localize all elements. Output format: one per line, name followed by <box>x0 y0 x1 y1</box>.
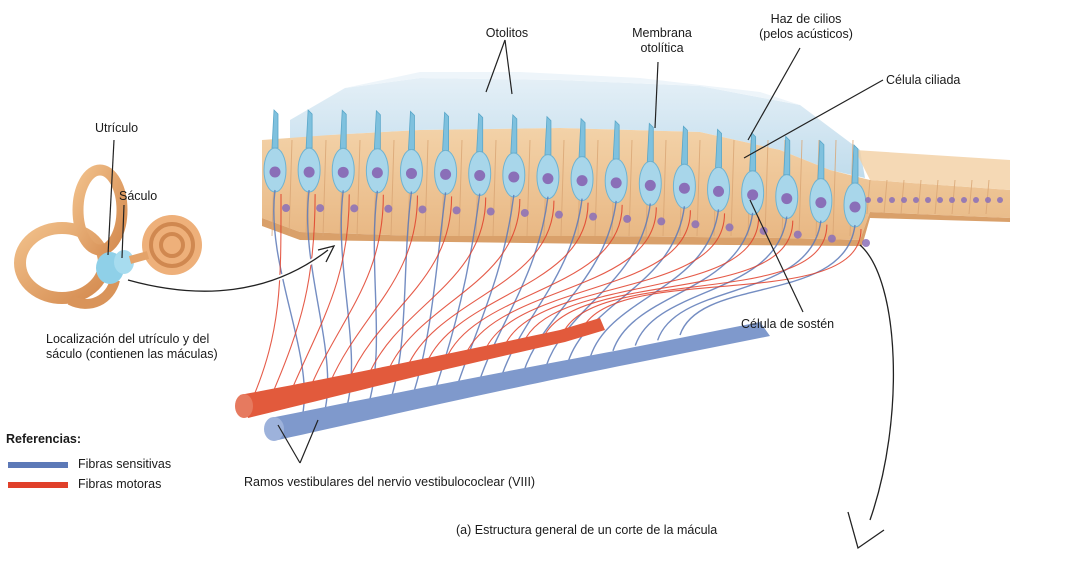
motor-fiber <box>484 210 691 351</box>
support-nucleus <box>997 197 1003 203</box>
hair-cell <box>434 111 461 215</box>
legend-swatch-sensory <box>8 462 68 468</box>
hair-cell <box>843 144 870 247</box>
hair-cell <box>638 122 666 226</box>
sensory-fiber <box>500 198 583 378</box>
support-nucleus <box>949 197 955 203</box>
support-nucleus <box>877 197 883 203</box>
label-saculo: Sáculo <box>119 189 158 203</box>
label-localizacion: Localización del utrículo y del sáculo (… <box>46 332 218 361</box>
hair-cell <box>399 110 427 214</box>
location-arrow <box>127 245 336 294</box>
support-nucleus <box>913 197 919 203</box>
support-nucleus <box>937 197 943 203</box>
hair-cell <box>297 109 325 213</box>
motor-fiber <box>562 224 828 335</box>
motor-fiber <box>503 213 726 347</box>
hair-cell <box>707 128 734 232</box>
legend-title: Referencias: <box>6 432 82 446</box>
sensory-fiber <box>433 193 481 394</box>
motor-fiber <box>290 194 350 392</box>
figure-caption: (a) Estructura general de un corte de la… <box>456 523 718 537</box>
support-nucleus <box>925 197 931 203</box>
support-nucleus <box>865 197 871 203</box>
inner-ear-illustration <box>14 164 202 309</box>
sensory-fiber <box>567 206 686 362</box>
motor-fiber <box>251 193 282 401</box>
label-otolitos: Otolitos <box>485 26 529 40</box>
motor-fiber <box>329 195 419 384</box>
support-nucleus <box>889 197 895 203</box>
motor-fiber <box>387 198 521 372</box>
sensory-fiber <box>656 220 822 341</box>
sensory-fiber <box>679 224 856 336</box>
motor-fiber <box>581 228 862 331</box>
motor-fiber <box>523 216 760 343</box>
legend-swatch-motor <box>8 482 68 488</box>
legend-label-motor: Fibras motoras <box>78 477 162 491</box>
vestibular-nerve-bundles <box>235 318 770 441</box>
label-utriculo: Utrículo <box>95 121 139 135</box>
support-nucleus <box>985 197 991 203</box>
support-nucleus <box>973 197 979 203</box>
motor-fiber <box>426 202 589 364</box>
hair-cell <box>809 139 836 243</box>
sensory-fiber <box>478 196 549 383</box>
motor-fiber <box>348 196 453 380</box>
legend-label-sensory: Fibras sensitivas <box>78 457 172 471</box>
hair-cell <box>672 125 700 229</box>
detail-arrow <box>847 244 895 550</box>
motor-fiber <box>542 220 794 339</box>
motor-fiber <box>406 200 555 368</box>
sensory-fiber <box>634 216 788 346</box>
sensory-fiber <box>411 192 447 399</box>
hair-cell <box>365 109 393 213</box>
sensory-fiber <box>455 194 515 389</box>
label-ramos-vestibulares: Ramos vestibulares del nervio vestibuloc… <box>244 475 536 489</box>
hair-cell <box>536 115 563 219</box>
hair-cell <box>468 112 495 216</box>
hair-cell <box>331 109 359 213</box>
motor-fiber <box>367 197 487 376</box>
label-membrana-otolitica: Membrana otolítica <box>632 26 692 55</box>
hair-cell <box>604 119 632 223</box>
motor-fiber <box>445 204 623 360</box>
label-celula-ciliada: Célula ciliada <box>886 73 961 87</box>
otolithic-membrane <box>290 72 865 178</box>
motor-fiber <box>309 194 384 388</box>
label-celula-sosten: Célula de sostén <box>741 317 835 331</box>
motor-fiber <box>465 207 657 355</box>
hair-cell <box>570 117 598 221</box>
hair-cells <box>263 109 1003 247</box>
sensory-fiber <box>522 200 617 373</box>
leader-lines <box>107 39 884 464</box>
label-haz-de-cilios: Haz de cilios (pelos acústicos) <box>759 12 853 41</box>
motor-fiber <box>270 194 316 397</box>
hair-cell <box>502 114 529 217</box>
support-nucleus <box>901 197 907 203</box>
support-nucleus <box>961 197 967 203</box>
hair-cell <box>263 109 290 212</box>
nerve-fibers <box>251 189 862 426</box>
sensory-fiber <box>589 209 720 357</box>
